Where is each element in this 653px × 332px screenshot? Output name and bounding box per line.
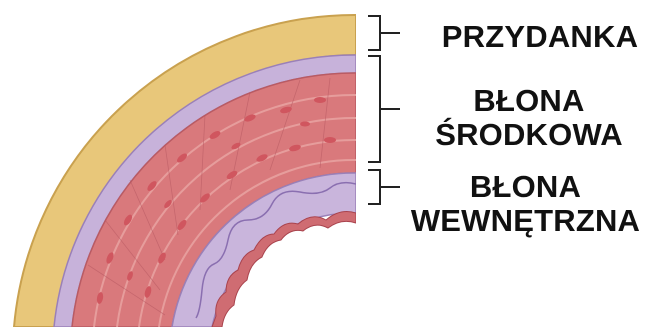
label-intima: BŁONA WEWNĘTRZNA	[398, 170, 653, 238]
label-media: BŁONA ŚRODKOWA	[405, 84, 653, 152]
label-adventitia-text: PRZYDANKA	[430, 20, 650, 54]
label-intima-line1: BŁONA	[398, 170, 653, 204]
bracket-adventitia	[368, 16, 400, 50]
label-media-line2: ŚRODKOWA	[405, 118, 653, 152]
bracket-media	[368, 56, 400, 162]
label-intima-line2: WEWNĘTRZNA	[398, 204, 653, 238]
label-media-line1: BŁONA	[405, 84, 653, 118]
label-adventitia: PRZYDANKA	[430, 20, 650, 54]
bracket-intima	[368, 170, 400, 204]
